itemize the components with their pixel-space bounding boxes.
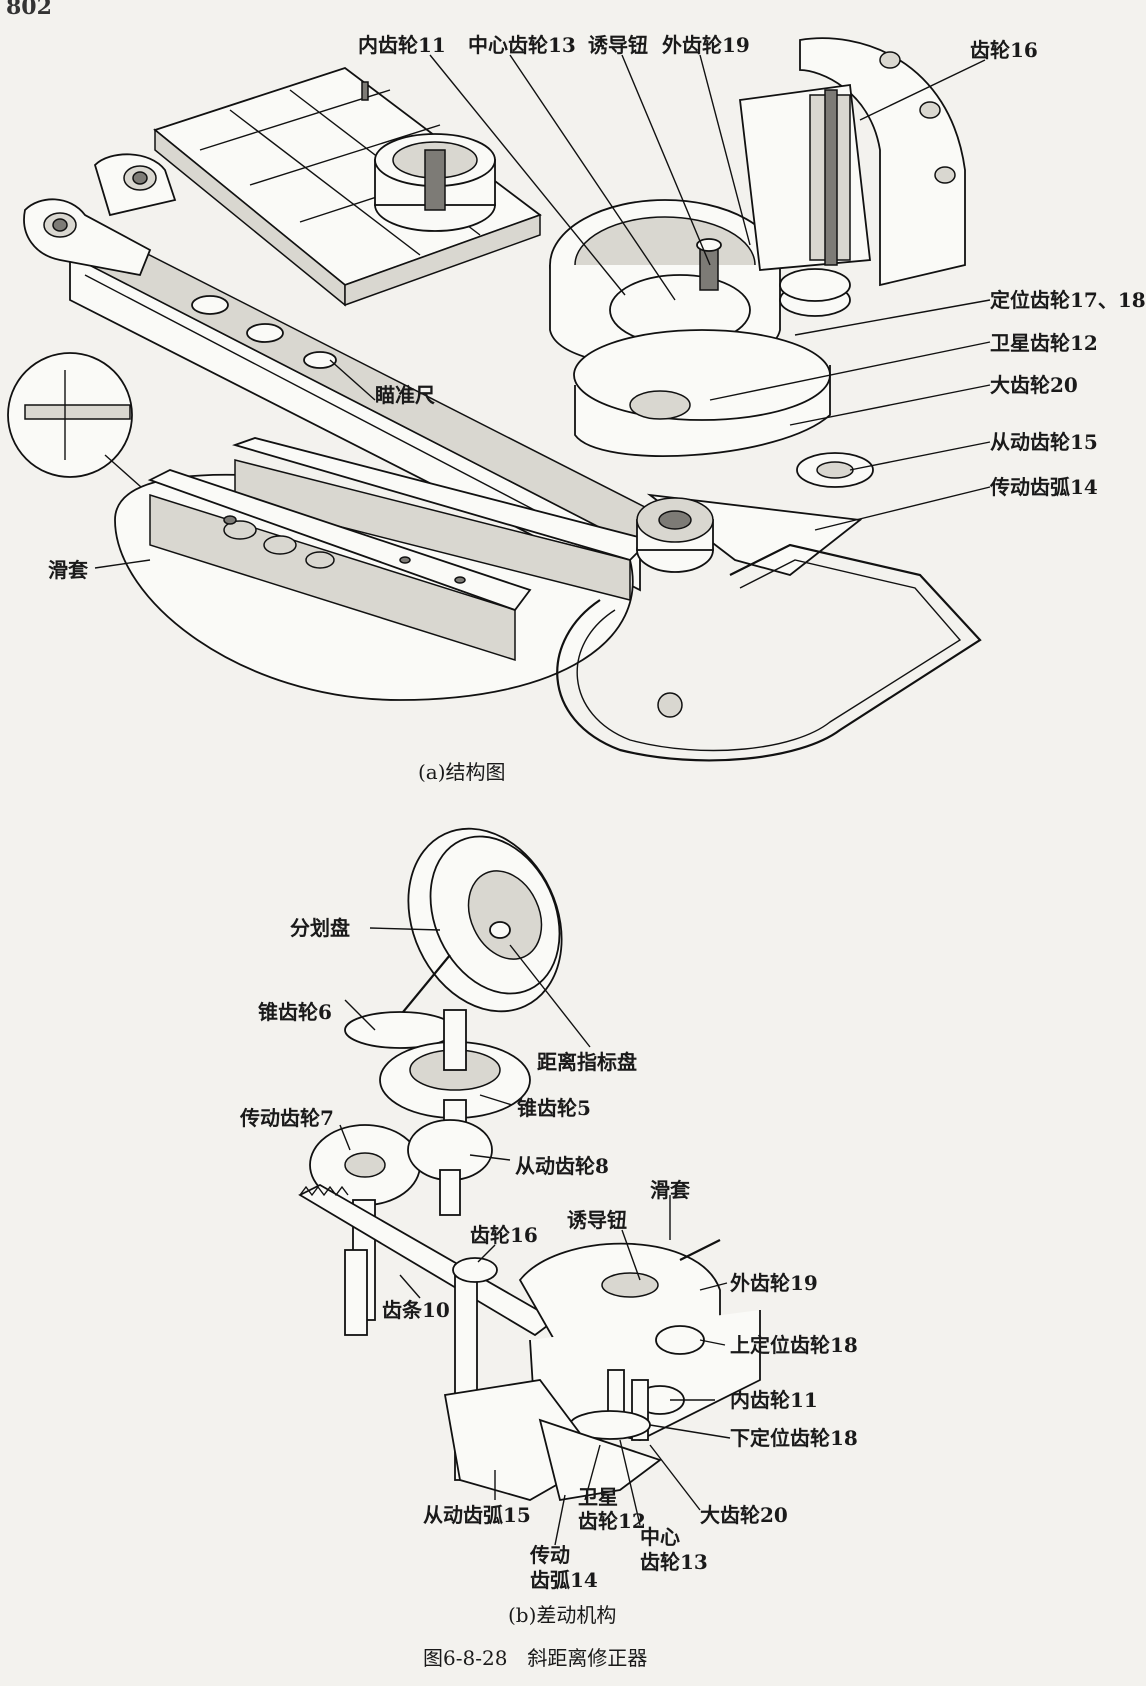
label-positioning-gear-17-18: 定位齿轮17、18	[990, 288, 1146, 312]
lower-frame-drawing	[556, 543, 982, 762]
inset-detail-drawing	[7, 352, 151, 496]
base-plate-drawing	[114, 437, 652, 701]
hinge-arm-drawing	[23, 153, 177, 277]
label-planet-gear-line2: 齿轮12	[578, 1509, 646, 1533]
label-drive-arc-line1: 传动	[530, 1543, 570, 1567]
figure-title: 图6-8-28 斜距离修正器	[423, 1646, 648, 1670]
driven-gear-15-drawing	[796, 452, 874, 488]
spur-gears-drawing	[309, 1119, 493, 1321]
label-drive-arc-line2: 齿弧14	[530, 1568, 598, 1592]
page-number: 802	[6, 0, 52, 20]
label-inner-gear-11-b: 内齿轮11	[730, 1388, 818, 1412]
label-lower-positioning-gear-18: 下定位齿轮18	[730, 1426, 858, 1450]
label-planet-gear-line1: 卫星	[578, 1485, 618, 1509]
label-gear-16-b: 齿轮16	[470, 1223, 538, 1247]
label-inner-gear-11-a: 内齿轮11	[358, 33, 446, 57]
label-distance-dial: 距离指标盘	[537, 1050, 637, 1074]
label-driven-gear-8: 从动齿轮8	[515, 1154, 609, 1178]
label-outer-gear-19-b: 外齿轮19	[730, 1271, 818, 1295]
label-slide-sleeve-a: 滑套	[48, 558, 88, 582]
label-dial: 分划盘	[290, 916, 350, 940]
label-bevel-gear-6: 锥齿轮6	[258, 1000, 332, 1024]
drive-arc-14-drawing	[636, 493, 863, 576]
label-driven-gear-15-a: 从动齿轮15	[990, 430, 1098, 454]
housing-b-drawing	[518, 1239, 761, 1441]
label-guide-button-a: 诱导钮	[588, 33, 648, 57]
label-driven-arc-15-b: 从动齿弧15	[423, 1503, 531, 1527]
label-big-gear-20-a: 大齿轮20	[990, 373, 1078, 397]
upper-housing-drawing	[153, 66, 542, 307]
label-big-gear-20-b: 大齿轮20	[700, 1503, 788, 1527]
label-slide-sleeve-b: 滑套	[650, 1178, 690, 1202]
label-rack-10: 齿条10	[382, 1298, 450, 1322]
label-planet-gear-12-a: 卫星齿轮12	[990, 331, 1098, 355]
gear16-small-drawing	[452, 1257, 498, 1283]
label-upper-positioning-gear-18: 上定位齿轮18	[730, 1333, 858, 1357]
label-guide-button-b: 诱导钮	[567, 1208, 627, 1232]
label-outer-gear-19-a: 外齿轮19	[662, 33, 750, 57]
label-sight-rule: 瞄准尺	[375, 383, 435, 407]
leader-lines-a	[94, 54, 991, 569]
dial-drawing	[379, 827, 563, 1041]
gear16-housing-drawing	[739, 37, 966, 317]
leader-lines-b	[339, 927, 731, 1546]
label-bevel-gear-5: 锥齿轮5	[517, 1096, 591, 1120]
label-drive-gear-7: 传动齿轮7	[240, 1106, 334, 1130]
label-drive-arc-14-a: 传动齿弧14	[990, 475, 1098, 499]
label-center-gear-line1: 中心	[640, 1525, 680, 1549]
caption-b: (b)差动机构	[508, 1603, 617, 1627]
label-center-gear-13-a: 中心齿轮13	[468, 33, 576, 57]
label-center-gear-line2: 齿轮13	[640, 1550, 708, 1574]
big-gear-20-drawing	[573, 329, 831, 457]
label-gear-16-a: 齿轮16	[970, 38, 1038, 62]
caption-a: (a)结构图	[418, 760, 506, 784]
